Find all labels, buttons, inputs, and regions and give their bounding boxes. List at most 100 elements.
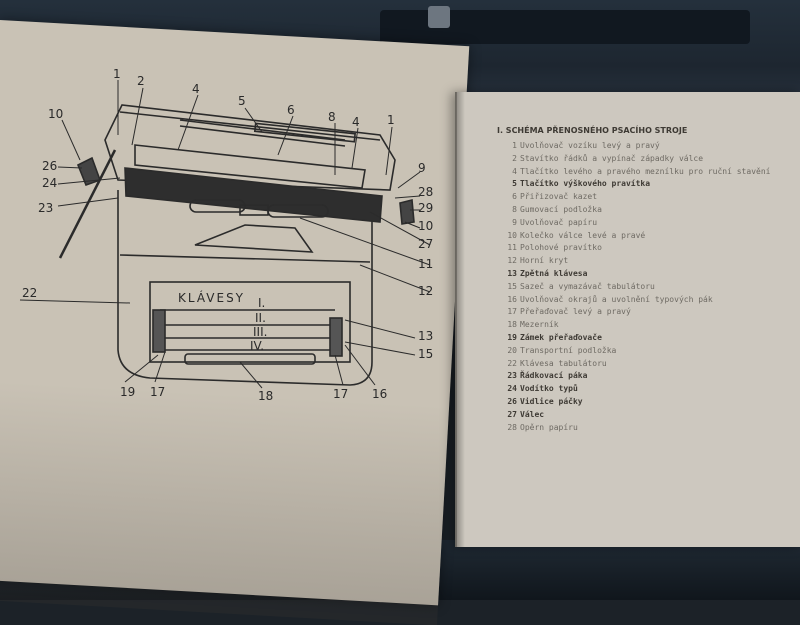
legend-item-text: Vodítko typů [520,384,578,394]
legend-item-text: Gumovací podložka [520,204,602,214]
callout-number: 4 [352,115,360,129]
legend-item-number: 11 [507,243,517,253]
legend-item-text: Zámek přeřaďovače [520,332,602,342]
legend-item-text: Stavítko řádků a vypínač západky válce [520,153,704,163]
legend-item-text: Horní kryt [520,256,569,266]
legend-item-number: 19 [507,332,517,342]
legend-item-text: Uvolňovač vozíku levý a pravý [520,141,660,150]
callout-number: 4 [192,82,200,96]
callout-number: 1 [387,113,395,127]
legend-item-text: Transportní podložka [520,345,617,355]
legend-item-number: 24 [507,384,517,394]
callout-number: 24 [42,176,57,190]
right-page [455,92,800,547]
row-label-2: II. [255,311,266,325]
legend-item-number: 6 [512,192,517,202]
callout-number: 18 [258,389,273,403]
callout-number: 5 [238,94,246,108]
legend-item-text: Mezerník [520,320,559,330]
legend-item-number: 8 [512,204,517,214]
callout-number: 26 [42,159,57,173]
callout-number: 6 [287,103,295,117]
legend-item-text: Uvolňovač okrajů a uvolnění typových pák [520,294,713,304]
legend-item-number: 1 [512,141,517,150]
legend-item-number: 2 [512,153,517,163]
legend-item-number: 23 [507,371,517,381]
legend-item-number: 12 [507,256,517,266]
callout-number: 12 [418,284,433,298]
legend-item-number: 28 [507,422,517,432]
callout-number: 11 [418,257,433,271]
legend-item-text: Tlačítko výškového pravítka [520,179,651,189]
callout-number: 17 [333,387,348,401]
legend-item-number: 13 [507,268,517,278]
legend-item-text: Polohové pravítko [520,243,602,253]
callout-number: 10 [418,219,433,233]
legend-item-text: Válec [520,409,545,419]
legend-item-text: Tlačítko levého a pravého meznílku pro r… [520,166,771,176]
legend-item-number: 20 [507,345,517,355]
legend-item-number: 26 [507,396,517,406]
callout-number: 27 [418,237,433,251]
callout-number: 19 [120,385,135,399]
legend-item-text: Uvolňovač papíru [520,217,598,227]
row-label-1: I. [258,296,265,310]
callout-number: 8 [328,110,336,124]
legend-item-text: Vidlice páčky [520,396,583,406]
callout-number: 29 [418,201,433,215]
callout-number: 13 [418,329,433,343]
callout-number: 2 [137,74,145,88]
callout-number: 17 [150,385,165,399]
legend-item-number: 17 [507,307,517,317]
legend-item-number: 9 [512,217,517,227]
legend-item-number: 16 [507,294,517,304]
callout-number: 23 [38,201,53,215]
legend-item-number: 10 [507,230,517,240]
legend-item-text: Přiřizovač kazet [520,192,598,202]
legend-item-text: Sazeč a vymazávač tabulátoru [520,281,655,291]
legend-item-number: 5 [512,179,517,189]
legend-item-text: Řádkovací páka [520,371,588,381]
legend-item-text: Přeřaďovač levý a pravý [520,307,631,317]
legend-item-number: 18 [507,320,517,330]
row-label-3: III. [253,325,267,339]
legend-item-number: 15 [507,281,517,291]
legend-item-text: Opěrn papíru [520,422,578,432]
callout-number: 15 [418,347,433,361]
keyboard-label: KLÁVESY [178,290,245,305]
row-label-4: IV. [250,339,264,353]
legend-item-text: Kolečko válce levé a pravé [520,230,646,240]
legend-title: I. SCHÉMA PŘENOSNÉHO PSACÍHO STROJE [497,126,688,135]
callout-number: 9 [418,161,426,175]
callout-number: 1 [113,67,121,81]
legend-item-text: Klávesa tabulátoru [520,358,607,368]
callout-number: 10 [48,107,63,121]
book-gutter [455,92,465,547]
legend-item-number: 22 [507,358,517,368]
legend-item-text: Zpětná klávesa [520,268,588,278]
callout-number: 16 [372,387,387,401]
